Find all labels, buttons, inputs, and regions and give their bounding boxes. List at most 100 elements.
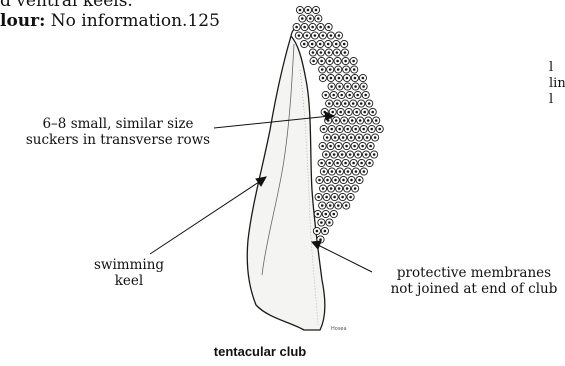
sucker-center [345,204,348,207]
sucker-center [322,77,325,80]
sucker-center [360,102,363,105]
sucker-center [358,136,361,139]
sucker-center [320,51,323,54]
sucker-center [301,17,304,20]
sucker-center [324,94,327,97]
suckers-label-line-2: suckers in transverse rows [12,132,224,148]
sucker-center [327,43,330,46]
sucker-center [319,238,322,241]
sucker-center [336,162,339,165]
sucker-center [354,85,357,88]
sucker-center [298,34,301,37]
sucker-center [357,153,360,156]
sucker-center [344,60,347,63]
sucker-center [342,179,345,182]
sucker-center [337,145,340,148]
sucker-center [348,94,351,97]
sucker-center [333,196,336,199]
sucker-center [330,85,333,88]
sucker-center [333,153,336,156]
sucker-center [329,145,332,148]
sucker-center [349,153,352,156]
sucker-center [347,111,350,114]
sucker-center [329,204,332,207]
sucker-center [346,85,349,88]
sucker-center [322,128,325,131]
sucker-center [374,136,377,139]
sucker-center [344,162,347,165]
keel-label-line-2: keel [74,273,184,289]
sucker-center [295,26,298,29]
sucker-center [343,119,346,122]
sucker-center [378,128,381,131]
sucker-center [325,213,328,216]
sucker-center [344,51,347,54]
membranes-leader-line [316,244,372,272]
sucker-center [312,51,315,54]
sucker-center [361,145,364,148]
sucker-center [336,51,339,54]
sucker-center [317,17,320,20]
sucker-center [352,60,355,63]
keel-label: swimming keel [74,257,184,289]
sucker-center [353,68,356,71]
sucker-center [365,153,368,156]
sucker-center [303,26,306,29]
sucker-center [352,102,355,105]
sucker-center [341,153,344,156]
sucker-center [370,128,373,131]
sucker-center [363,111,366,114]
sucker-center [362,85,365,88]
sucker-center [320,60,323,63]
sucker-center [352,162,355,165]
sucker-center [373,153,376,156]
sucker-center [354,128,357,131]
sucker-center [326,179,329,182]
sucker-center [338,187,341,190]
sucker-center [344,102,347,105]
sucker-center [345,145,348,148]
sucker-center [367,119,370,122]
sucker-center [337,68,340,71]
sucker-center [355,170,358,173]
sucker-center [375,119,378,122]
sucker-center [346,77,349,80]
sucker-center [343,43,346,46]
sucker-center [321,68,324,71]
sucker-center [363,170,366,173]
sucker-center [317,196,320,199]
sucker-center [351,119,354,122]
sucker-center [311,26,314,29]
sucker-center [335,43,338,46]
sucker-center [369,145,372,148]
sucker-center [340,94,343,97]
sucker-center [312,60,315,63]
sucker-center [347,170,350,173]
sucker-center [337,204,340,207]
sucker-center [331,111,334,114]
sucker-center [371,111,374,114]
sucker-center [322,187,325,190]
sucker-center [334,179,337,182]
sucker-center [322,34,325,37]
sucker-center [358,179,361,182]
sucker-center [338,85,341,88]
sucker-center [360,162,363,165]
sucker-center [338,77,341,80]
sucker-center [309,17,312,20]
sucker-center [328,102,331,105]
sucker-center [328,221,331,224]
sucker-center [320,221,323,224]
sucker-center [316,230,319,233]
sucker-center [354,77,357,80]
sucker-center [299,9,302,12]
membranes-label-line-2: not joined at end of club [374,281,565,297]
sucker-center [359,119,362,122]
sucker-center [350,136,353,139]
sucker-center [328,162,331,165]
keel-label-line-1: swimming [74,257,184,273]
sucker-center [341,196,344,199]
sucker-center [354,187,357,190]
membranes-label-line-1: protective membranes [374,265,565,281]
